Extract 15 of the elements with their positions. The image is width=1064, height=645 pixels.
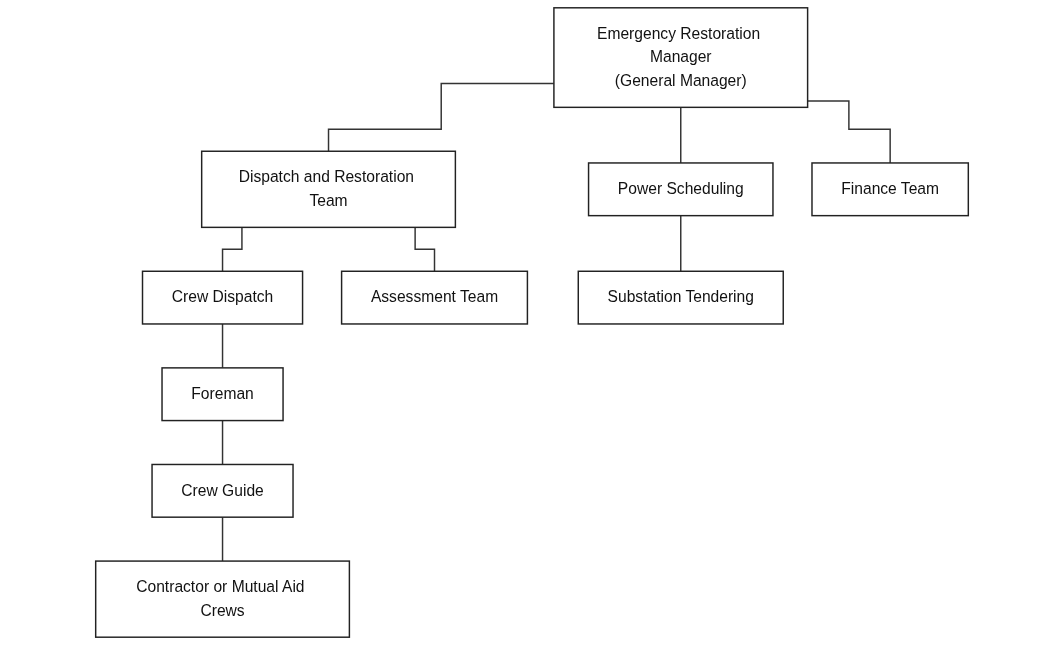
node-box: Crew Dispatch [141, 270, 304, 325]
node-box: Finance Team [811, 162, 970, 217]
node-box: Dispatch and Restoration Team [200, 150, 457, 229]
connector [680, 214, 682, 272]
node-box: Assessment Team [340, 270, 529, 325]
node-box: Substation Tendering [577, 270, 784, 325]
connector [680, 106, 682, 164]
connector [221, 516, 224, 562]
node-box: Crew Guide [151, 463, 294, 518]
node-box: Emergency Restoration Manager (General Manager) [553, 7, 809, 109]
node-box: Contractor or Mutual Aid Crews [94, 560, 351, 638]
node-box: Power Scheduling [587, 162, 774, 217]
connector [221, 323, 224, 369]
connector [221, 419, 224, 466]
node-box: Foreman [161, 367, 284, 422]
